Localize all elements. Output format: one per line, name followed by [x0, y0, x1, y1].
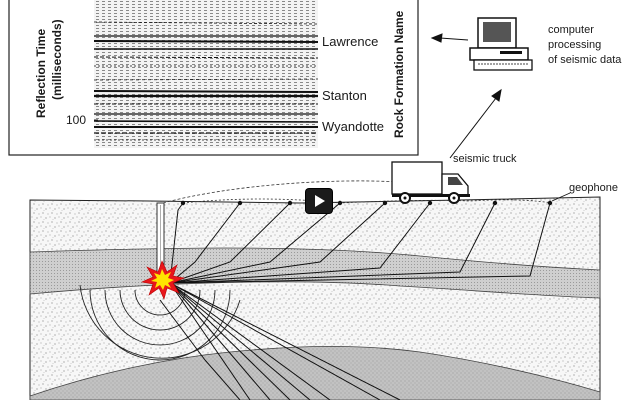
seismic-truck-label: seismic truck	[453, 153, 517, 165]
geophone-marker	[237, 200, 243, 206]
formation-label-stanton: Stanton	[322, 88, 367, 103]
computer-caption-line2: processing	[548, 39, 602, 51]
geophone-label: geophone	[569, 182, 618, 194]
computer-caption-line3: of seismic data	[548, 54, 622, 66]
computer-icon	[469, 17, 533, 71]
geophone-marker	[287, 200, 293, 206]
geophone-marker	[427, 200, 433, 206]
geophone-marker	[492, 200, 498, 206]
arrow-to-computer	[449, 88, 502, 159]
geophone-marker	[180, 200, 186, 206]
y-axis-tick-100: 100	[66, 113, 87, 127]
ray-paths	[159, 202, 551, 400]
explosion-icon	[141, 260, 185, 300]
play-button[interactable]	[306, 189, 332, 213]
truck-icon	[391, 161, 470, 204]
computer-caption-line1: computer	[548, 24, 594, 36]
y-axis-label-line2: (milliseconds)	[50, 19, 64, 100]
formation-label-wyandotte: Wyandotte	[322, 119, 385, 134]
cable-to-truck	[162, 180, 401, 204]
geophone-marker	[547, 200, 553, 206]
play-icon	[315, 195, 325, 207]
formation-label-lawrence: Lawrence	[322, 34, 379, 49]
geophone-marker	[382, 200, 388, 206]
geophone-line	[180, 192, 571, 206]
seismogram-panel	[8, 0, 419, 156]
geophone-marker	[337, 200, 343, 206]
y-axis-label-line1: Reflection Time	[34, 28, 48, 118]
earth-cross-section	[29, 196, 601, 400]
seismic-trace-lines	[93, 21, 319, 141]
rock-formation-name-label: Rock Formation Name	[392, 10, 406, 138]
arrow-to-seismogram	[430, 33, 469, 43]
